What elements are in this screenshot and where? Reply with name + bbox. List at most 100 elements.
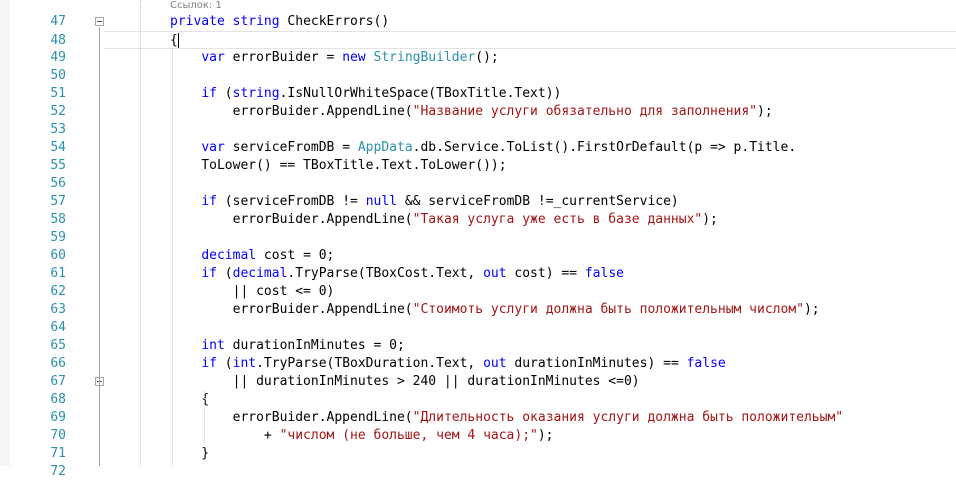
type-token: StringBuilder [373,50,476,65]
text-token: ); [537,428,554,443]
text-token: } [170,446,210,461]
code-line[interactable]: 65 int durationInMinutes = 0; [0,337,956,355]
text-token: .TryParse(TBoxDuration.Text, [256,356,484,371]
text-token: { [170,392,210,407]
text-token: { [170,33,178,48]
code-line[interactable]: 48{ [50,31,956,50]
text-token: .db.Service.ToList().FirstOrDefault(p =>… [412,140,797,155]
code-text[interactable]: + "числом (не больше, чем 4 часа);"); [170,427,554,445]
line-number: 63 [50,302,66,317]
code-line[interactable]: 55 ToLower() == TBoxTitle.Text.ToLower()… [0,157,956,175]
text-token: .IsNullOrWhiteSpace(TBoxTitle.Text)) [279,86,562,101]
line-number: 51 [50,86,66,101]
text-token: serviceFromDB = [224,140,358,155]
text-token: ); [702,212,718,227]
code-text[interactable]: var errorBuider = new StringBuilder(); [170,49,498,67]
keyword-token: if [201,86,217,101]
code-text[interactable]: errorBuider.AppendLine("Такая услуга уже… [170,211,718,229]
line-number: 56 [50,176,66,191]
text-token: ( [216,86,233,101]
code-text[interactable]: errorBuider.AppendLine("Стоимоть услуги … [170,301,820,319]
code-text[interactable]: { [170,32,178,50]
code-line[interactable]: 70 + "числом (не больше, чем 4 часа);"); [0,427,956,445]
code-line[interactable]: 60 decimal cost = 0; [0,247,956,265]
string-token: "числом (не больше, чем 4 часа);" [279,428,538,443]
code-text[interactable]: var serviceFromDB = AppData.db.Service.T… [170,139,796,157]
line-number: 61 [50,266,66,281]
line-number: 64 [50,320,66,335]
code-text[interactable]: decimal cost = 0; [170,247,334,265]
line-number: 52 [50,104,66,119]
line-number: 71 [50,446,66,461]
indent-guide [140,0,141,466]
text-token: (serviceFromDB != [216,194,366,209]
code-line[interactable]: 50 [0,67,956,85]
code-text[interactable]: { [170,391,209,409]
keyword-token: if [201,194,217,209]
code-line[interactable]: 54 var serviceFromDB = AppData.db.Servic… [0,139,956,157]
keyword-token: int [201,338,225,353]
string-token: "Длительность оказания услуги должна быт… [412,410,844,425]
text-token: durationInMinutes) == [506,356,687,371]
line-number: 68 [50,392,66,407]
code-text[interactable]: errorBuider.AppendLine("Длительность ока… [170,409,844,427]
code-text[interactable]: } [170,445,209,463]
string-token: "Такая услуга уже есть в базе данных" [412,212,703,227]
line-number: 60 [50,248,66,263]
code-line[interactable]: 61 if (decimal.TryParse(TBoxCost.Text, o… [0,265,956,283]
line-number: 65 [50,338,66,353]
code-text[interactable]: private string CheckErrors() [170,13,389,31]
code-text[interactable]: errorBuider.AppendLine("Название услуги … [170,103,773,121]
text-token: ( [216,356,233,371]
keyword-token: var [201,50,225,65]
text-token: errorBuider.AppendLine( [170,212,413,227]
code-line[interactable]: 62 || cost <= 0) [0,283,956,301]
code-line[interactable]: 68 { [0,391,956,409]
code-line[interactable]: 49 var errorBuider = new StringBuilder()… [0,49,956,67]
code-text[interactable]: if (serviceFromDB != null && serviceFrom… [170,193,679,211]
text-token: || durationInMinutes > 240 || durationIn… [170,374,640,389]
code-line[interactable]: 67 || durationInMinutes > 240 || duratio… [0,373,956,391]
text-token: && serviceFromDB !=_currentService) [397,194,679,209]
code-line[interactable]: 53 [0,121,956,139]
code-text[interactable]: if (int.TryParse(TBoxDuration.Text, out … [170,355,726,373]
text-token: || cost <= 0) [170,284,335,299]
text-token [170,266,201,281]
text-token: ToLower() == TBoxTitle.Text.ToLower()); [170,158,507,173]
line-number: 69 [50,410,66,425]
code-text[interactable]: if (decimal.TryParse(TBoxCost.Text, out … [170,265,624,283]
code-text[interactable]: if (string.IsNullOrWhiteSpace(TBoxTitle.… [170,85,561,103]
text-token: errorBuider.AppendLine( [170,104,413,119]
line-number: 53 [50,122,66,137]
text-token: errorBuider = [224,50,343,65]
text-token [225,14,233,29]
code-text[interactable]: int durationInMinutes = 0; [170,337,405,355]
code-line[interactable]: 51 if (string.IsNullOrWhiteSpace(TBoxTit… [0,85,956,103]
code-line[interactable]: 64 [0,319,956,337]
text-token [170,140,201,155]
code-line[interactable]: 56 [0,175,956,193]
text-token [170,50,201,65]
code-line[interactable]: 66 if (int.TryParse(TBoxDuration.Text, o… [0,355,956,373]
code-line[interactable]: 52 errorBuider.AppendLine("Название услу… [0,103,956,121]
code-line[interactable]: 69 errorBuider.AppendLine("Длительность … [0,409,956,427]
line-number: 55 [50,158,66,173]
keyword-token: if [201,266,217,281]
code-line[interactable]: 71 } [0,445,956,463]
keyword-token: false [686,356,726,371]
code-line[interactable]: 59 [0,229,956,247]
references-codelens[interactable]: Ссылок: 1 [170,0,222,11]
code-line[interactable]: 58 errorBuider.AppendLine("Такая услуга … [0,211,956,229]
collapse-icon[interactable] [95,17,104,26]
code-line[interactable]: 63 errorBuider.AppendLine("Стоимоть услу… [0,301,956,319]
string-token: "Стоимоть услуги должна быть положительн… [412,302,804,317]
type-token: AppData [357,140,413,155]
text-token: errorBuider.AppendLine( [170,410,413,425]
code-text[interactable]: ToLower() == TBoxTitle.Text.ToLower()); [170,157,507,175]
code-text[interactable]: || durationInMinutes > 240 || durationIn… [170,373,640,391]
code-line[interactable]: 57 if (serviceFromDB != null && serviceF… [0,193,956,211]
text-token [170,338,201,353]
code-text[interactable]: || cost <= 0) [170,283,335,301]
